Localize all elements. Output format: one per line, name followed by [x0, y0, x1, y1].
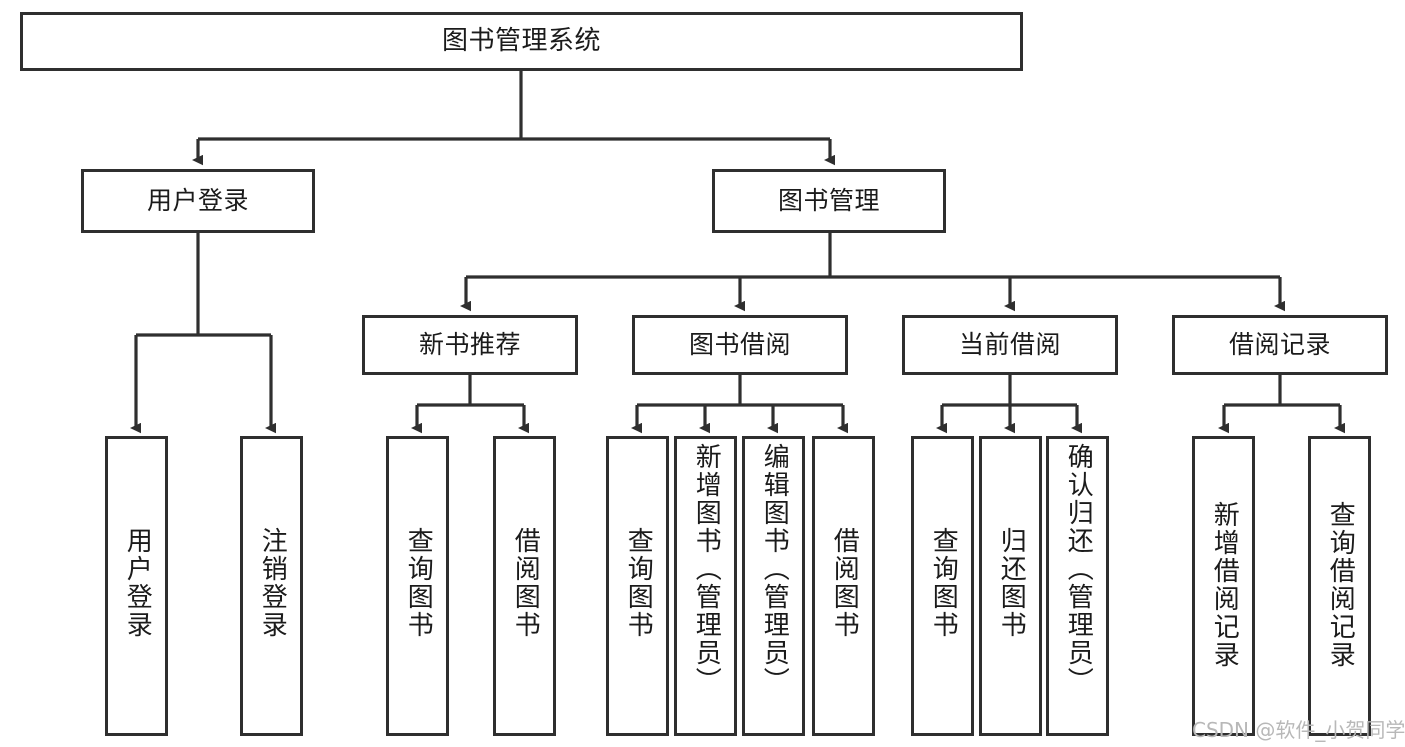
- node-leaf-query-book-2[interactable]: 查询图书: [606, 436, 669, 736]
- node-leaf-edit-book[interactable]: 编辑图书（管理员）: [742, 436, 805, 736]
- node-leaf-add-record[interactable]: 新增借阅记录: [1192, 436, 1255, 736]
- node-leaf-return-book[interactable]: 归还图书: [979, 436, 1042, 736]
- node-label: 确认归还（管理员）: [1063, 443, 1094, 695]
- node-label: 借阅记录: [1228, 330, 1331, 360]
- node-label: 查询借阅记录: [1325, 501, 1356, 669]
- node-label: 新书推荐: [418, 330, 521, 360]
- node-user-login[interactable]: 用户登录: [81, 169, 315, 233]
- node-label: 查询图书: [403, 527, 434, 639]
- node-leaf-add-book[interactable]: 新增图书（管理员）: [674, 436, 737, 736]
- node-book-management[interactable]: 图书管理: [712, 169, 946, 233]
- node-label: 借阅图书: [510, 527, 541, 639]
- node-leaf-borrow-book-1[interactable]: 借阅图书: [493, 436, 556, 736]
- node-label: 当前借阅: [958, 330, 1061, 360]
- node-leaf-borrow-book-2[interactable]: 借阅图书: [812, 436, 875, 736]
- node-label: 新增借阅记录: [1209, 501, 1240, 669]
- node-root-system[interactable]: 图书管理系统: [20, 12, 1023, 71]
- node-label: 注销登录: [257, 527, 288, 639]
- node-leaf-query-book-1[interactable]: 查询图书: [386, 436, 449, 736]
- node-label: 图书管理: [777, 186, 880, 216]
- node-leaf-query-book-3[interactable]: 查询图书: [911, 436, 974, 736]
- node-label: 归还图书: [996, 527, 1027, 639]
- node-label: 图书管理系统: [441, 26, 601, 57]
- node-leaf-user-login[interactable]: 用户登录: [105, 436, 168, 736]
- node-label: 查询图书: [928, 527, 959, 639]
- node-label: 用户登录: [146, 186, 249, 216]
- csdn-watermark: CSDN @软件_小贺同学: [1192, 718, 1405, 742]
- node-current-borrow[interactable]: 当前借阅: [902, 315, 1118, 375]
- node-label: 图书借阅: [688, 330, 791, 360]
- node-label: 新增图书（管理员）: [691, 443, 722, 695]
- node-leaf-query-record[interactable]: 查询借阅记录: [1308, 436, 1371, 736]
- node-label: 借阅图书: [829, 527, 860, 639]
- node-label: 编辑图书（管理员）: [759, 443, 790, 695]
- node-leaf-logout[interactable]: 注销登录: [240, 436, 303, 736]
- node-new-book-recommend[interactable]: 新书推荐: [362, 315, 578, 375]
- node-label: 查询图书: [623, 527, 654, 639]
- node-label: 用户登录: [122, 527, 153, 639]
- node-book-borrow[interactable]: 图书借阅: [632, 315, 848, 375]
- node-leaf-confirm-return[interactable]: 确认归还（管理员）: [1046, 436, 1109, 736]
- node-borrow-record[interactable]: 借阅记录: [1172, 315, 1388, 375]
